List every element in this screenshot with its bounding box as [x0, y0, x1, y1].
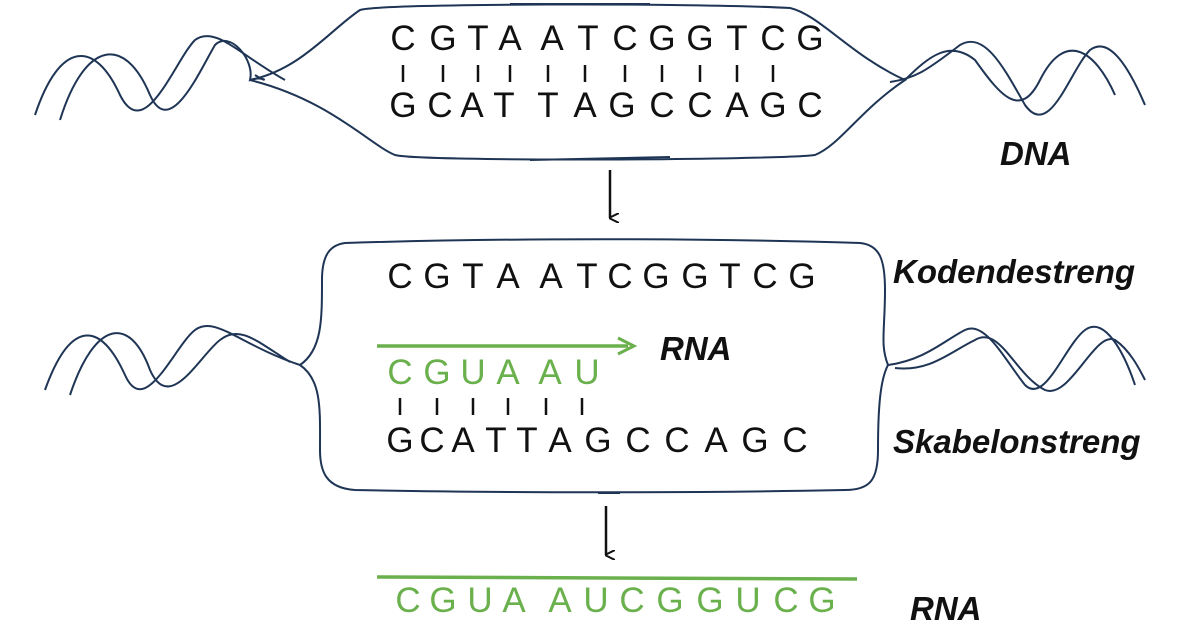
result-rna-base: A: [548, 581, 572, 620]
dna-helix-right: [889, 40, 1146, 116]
dna-top-base: A: [498, 19, 522, 58]
rna-backbone-line: [376, 575, 858, 581]
coding-strand-label: Kodendestreng: [893, 253, 1135, 290]
rna-partial-base: A: [538, 353, 562, 392]
rna-partial-label: RNA: [660, 330, 732, 367]
dna-bottom-base: G: [759, 86, 786, 125]
coding-strand-base: C: [752, 257, 777, 296]
rna-partial-base: U: [574, 353, 599, 392]
rna-growth-arrowhead: [617, 336, 638, 356]
coding-strand-base: G: [788, 257, 815, 296]
dna-bonds: [401, 65, 775, 82]
template-strand-base: G: [386, 421, 413, 460]
dna-bubble-outline: [249, 3, 908, 161]
result-rna-label: RNA: [910, 590, 982, 627]
dna-bottom-base: T: [493, 86, 514, 125]
result-rna-base: C: [619, 581, 644, 620]
result-rna-base: G: [429, 581, 456, 620]
coding-strand-base: G: [423, 257, 450, 296]
rna-partial-base: A: [496, 353, 520, 392]
template-strand-base: T: [485, 421, 506, 460]
dna-top-base: A: [540, 19, 564, 58]
result-rna-base: C: [395, 581, 420, 620]
template-strand-base: A: [704, 421, 728, 460]
dna-top-base: C: [390, 19, 415, 58]
dna-bottom-base: A: [725, 86, 749, 125]
template-strand-base: C: [664, 421, 689, 460]
coding-strand-base: T: [719, 257, 740, 296]
template-strand-base: C: [625, 421, 650, 460]
template-strand-base: A: [548, 421, 572, 460]
dna-bottom-base: G: [389, 86, 416, 125]
template-strand-base: T: [516, 421, 537, 460]
dna-top-base: G: [686, 19, 713, 58]
result-rna-base: C: [773, 581, 798, 620]
result-rna-base: U: [735, 581, 760, 620]
dna-label: DNA: [1000, 135, 1072, 172]
template-strand-base: A: [451, 421, 475, 460]
rna-partial-base: U: [460, 353, 485, 392]
coding-strand-base: G: [642, 257, 669, 296]
rna-partial-base: C: [387, 353, 412, 392]
dna-bottom-base: C: [687, 86, 712, 125]
dna-top-base: C: [760, 19, 785, 58]
coding-strand-base: C: [607, 257, 632, 296]
coding-strand-base: T: [576, 257, 597, 296]
template-strand-base: G: [584, 421, 611, 460]
template-strand-base: C: [782, 421, 807, 460]
template-strand-label: Skabelonstreng: [893, 423, 1141, 460]
template-strand-base: C: [419, 421, 444, 460]
coding-strand-base: A: [496, 257, 520, 296]
coding-strand-base: G: [681, 257, 708, 296]
result-rna-base: G: [696, 581, 723, 620]
result-rna-base: A: [502, 581, 526, 620]
dna-top-base: G: [796, 19, 823, 58]
template-strand-base: G: [741, 421, 768, 460]
dna-top-base: G: [648, 19, 675, 58]
result-rna-base: U: [467, 581, 492, 620]
result-rna-base: U: [583, 581, 608, 620]
dna-bottom-base: C: [427, 86, 452, 125]
dna-top-base: T: [467, 19, 488, 58]
dna-bottom-base: A: [573, 86, 597, 125]
dna-top-base: T: [577, 19, 598, 58]
result-rna-base: G: [656, 581, 683, 620]
rna-template-bonds: [398, 398, 584, 415]
dna-bottom-base: T: [537, 86, 558, 125]
coding-strand-base: C: [387, 257, 412, 296]
coding-strand-base: A: [539, 257, 563, 296]
transcription-helix-right: [887, 325, 1146, 392]
coding-strand-base: T: [462, 257, 483, 296]
dna-helix-left: [34, 34, 286, 121]
dna-top-base: G: [429, 19, 456, 58]
result-rna-base: G: [808, 581, 835, 620]
dna-bottom-base: A: [460, 86, 484, 125]
dna-bottom-base: G: [608, 86, 635, 125]
dna-bottom-base: C: [649, 86, 674, 125]
dna-top-base: T: [726, 19, 747, 58]
dna-top-base: C: [612, 19, 637, 58]
rna-partial-base: G: [423, 353, 450, 392]
dna-bottom-base: C: [797, 86, 822, 125]
transcription-helix-left: [44, 324, 301, 396]
transcription-bubble-outline: [298, 238, 890, 494]
dna-bubble-bottom-edge: [529, 156, 671, 161]
